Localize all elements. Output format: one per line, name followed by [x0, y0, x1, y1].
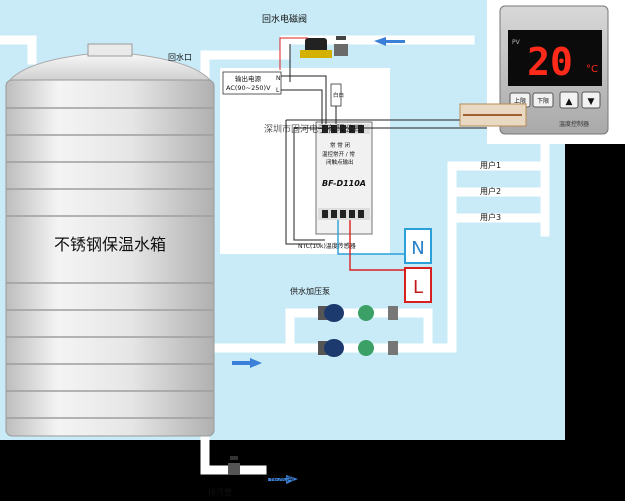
to-sewer-label: 至排水沟: [262, 473, 294, 483]
wire-sensor-a: [285, 120, 320, 245]
flow-arrow-supply: [232, 358, 262, 368]
return-gate-valve: [334, 36, 348, 56]
module-model-label: BF-D110A: [322, 179, 366, 188]
controller-button-arrow-up: [559, 91, 579, 109]
flow-arrow-top: [374, 37, 405, 46]
output-power-label: 输出电源: [235, 74, 262, 83]
return-port-label: 回水口: [168, 52, 192, 62]
pump-label: 供水加压泵: [290, 286, 330, 296]
temperature-probe: [459, 103, 527, 127]
output-l-mark: L: [276, 87, 280, 94]
output-n-mark: N: [276, 75, 281, 82]
controller-model-text: 温度控制器: [559, 120, 589, 128]
controller-button-up-limit-label: 上限: [514, 97, 526, 105]
tank-label: 不锈钢保温水箱: [54, 235, 166, 254]
pipe-return-top: [200, 35, 475, 85]
watermark: 深圳市固河电子有限公司: [264, 123, 363, 135]
return-valve-label: 回水电磁阀: [262, 13, 307, 25]
return-solenoid-valve: [300, 38, 332, 58]
module-desc-2: 闭触点输出: [326, 158, 354, 166]
tank-ribs: [6, 107, 214, 419]
terminal-l-box: L: [404, 267, 432, 303]
controller-display: [508, 30, 602, 86]
wires: [279, 37, 520, 271]
module-desc-1: 温控常开 / 常: [322, 150, 355, 158]
sensor-label: NTC(10k)温度传感器: [298, 242, 356, 250]
user1-label: 用户1: [480, 160, 501, 170]
wire-power-l: [281, 75, 327, 124]
wire-supply-n: [337, 220, 405, 255]
input-label: 白白: [333, 91, 344, 99]
terminal-n-box: N: [404, 228, 432, 264]
power-input-box: 输出电源 AC(90~250)V N L: [222, 71, 282, 95]
user3-label: 用户3: [480, 212, 501, 222]
controller-button-arrow-down: [581, 91, 601, 109]
drain-label: 排污管: [208, 487, 232, 497]
controller-unit: °C: [586, 64, 598, 75]
pump-lower: [318, 339, 398, 357]
controller-arrow-down-icon: ▼: [588, 97, 595, 107]
temperature-controller: PV 20 °C 上限 下限 ▲ ▼ 温度控制器: [487, 0, 625, 144]
user2-label: 用户2: [480, 186, 501, 196]
drain-valve: [228, 456, 240, 475]
controller-display-value: 20: [527, 40, 573, 84]
module-top-text: 常 常 闭: [330, 141, 350, 149]
pipe-user-branch: [447, 161, 550, 223]
controller-button-down-limit-label: 下限: [537, 97, 549, 105]
terminal-n-text: N: [411, 238, 424, 259]
controller-side-text: PV: [512, 39, 521, 46]
terminal-l-text: L: [413, 277, 423, 298]
wire-sensor-b: [293, 128, 325, 241]
wire-valve-red: [279, 37, 308, 70]
flow-arrows: [232, 37, 405, 484]
wire-power-n: [281, 89, 323, 124]
wire-supply-l: [349, 220, 405, 271]
tank-body: [5, 79, 215, 437]
tank-cap: [87, 43, 133, 57]
pump-upper: [318, 304, 398, 322]
control-module: 常 常 闭 温控常开 / 常 闭触点输出 BF-D110A: [315, 121, 373, 235]
controller-arrow-up-icon: ▲: [566, 97, 573, 107]
ac-range-label: AC(90~250)V: [226, 84, 271, 92]
water-tank: 不锈钢保温水箱: [5, 43, 215, 437]
pipe-top-left: [0, 35, 37, 65]
module-terminals-bottom: [322, 210, 364, 218]
controller-button-down-limit: [532, 92, 554, 108]
module-terminals-top: [322, 125, 364, 133]
flow-arrow-drain: [268, 475, 298, 484]
